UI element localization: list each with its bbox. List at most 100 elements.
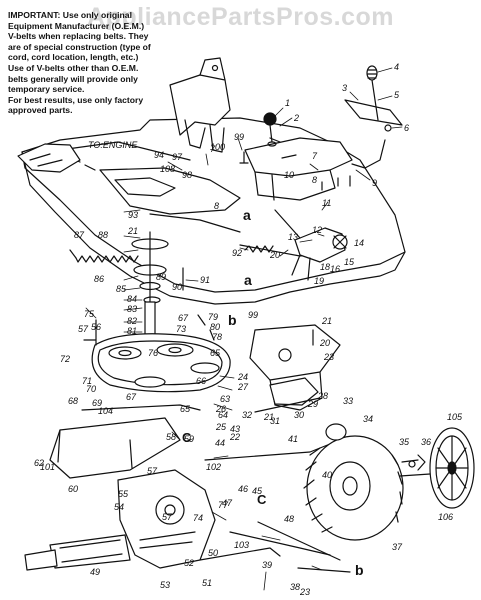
lower-rods xyxy=(229,521,351,573)
idler-bracket xyxy=(49,417,181,479)
callout: 86 xyxy=(94,274,104,284)
letter-c: C xyxy=(182,430,192,445)
callout: 5 xyxy=(394,90,400,100)
notice-line: approved parts. xyxy=(8,105,73,116)
dash-bracket xyxy=(169,57,231,153)
callout: 63 xyxy=(220,394,230,404)
callout: 2 xyxy=(293,113,299,123)
callout: 49 xyxy=(90,567,100,577)
callout: 59 xyxy=(184,434,194,444)
notice-line: IMPORTANT: Use only original xyxy=(8,10,132,20)
seat-bracket xyxy=(249,324,341,411)
front-flange xyxy=(17,143,81,173)
callout: 70 xyxy=(86,384,96,394)
callout: 87 xyxy=(74,230,85,240)
callout: 94 xyxy=(154,150,164,160)
callout: 82 xyxy=(127,316,137,326)
callout: 45 xyxy=(252,486,263,496)
leader-lines xyxy=(85,67,403,591)
callout: 100 xyxy=(210,142,225,152)
callout: 47 xyxy=(222,498,233,508)
callout: 31 xyxy=(270,416,280,426)
callout: 16 xyxy=(330,264,340,274)
callout: 20 xyxy=(269,250,280,260)
letter-a: a xyxy=(244,272,252,288)
notice-line: temporary service. xyxy=(8,84,85,95)
callout: 20 xyxy=(319,338,330,348)
notice-line: Use of V-belts other than O.E.M. xyxy=(8,62,139,73)
callout: 97 xyxy=(172,152,183,162)
letter-a: a xyxy=(243,207,251,223)
callout: 62 xyxy=(34,458,44,468)
callout: 69 xyxy=(92,398,102,408)
long-spring xyxy=(69,249,139,263)
callout: 32 xyxy=(242,410,252,420)
callout: 34 xyxy=(363,414,373,424)
callout: 35 xyxy=(399,437,410,447)
callout: 105 xyxy=(447,412,463,422)
callout: 104 xyxy=(98,406,113,416)
rear-tire xyxy=(303,423,404,541)
callout: 99 xyxy=(248,310,258,320)
callout: 15 xyxy=(344,257,355,267)
callout: 79 xyxy=(208,312,218,322)
callout: 12 xyxy=(312,225,322,235)
callout: 21 xyxy=(321,316,332,326)
notice-line: belts generally will provide only xyxy=(8,73,138,84)
callout: 92 xyxy=(232,248,242,258)
callout: 25 xyxy=(215,422,227,432)
callout: 46 xyxy=(238,484,248,494)
callout: 99 xyxy=(234,132,244,142)
callout: 8 xyxy=(214,201,219,211)
callout: 56 xyxy=(91,322,101,332)
callout: 60 xyxy=(68,484,78,494)
callout: 71 xyxy=(82,376,92,386)
callout: 52 xyxy=(184,558,194,568)
brake-lever xyxy=(254,377,321,413)
callout: 40 xyxy=(322,470,332,480)
callout: 21 xyxy=(127,226,138,236)
pedal-linkage xyxy=(274,209,348,281)
notice-line: are of special construction (type of xyxy=(8,41,151,52)
letter-c: C xyxy=(257,492,267,507)
wheel-cover xyxy=(429,427,475,509)
callout: 75 xyxy=(84,309,95,319)
callout: 91 xyxy=(200,275,210,285)
callout: 33 xyxy=(343,396,353,406)
callout: 64 xyxy=(218,410,228,420)
watermark: AppliancePartsPros.com xyxy=(87,3,394,31)
notice-line: cord, cord location, length, etc.) xyxy=(8,52,139,63)
callout: 57 xyxy=(147,466,158,476)
callout: 38 xyxy=(290,582,300,592)
callout: 36 xyxy=(421,437,431,447)
notice-line: For best results, use only factory xyxy=(8,94,144,105)
idler-spring xyxy=(244,245,274,253)
callout: 72 xyxy=(60,354,70,364)
callout: 93 xyxy=(128,210,138,220)
callout: 14 xyxy=(354,238,364,248)
callout: 43 xyxy=(230,424,240,434)
notice-line: V-belts when replacing belts. They xyxy=(8,31,149,42)
callout: 67 xyxy=(178,313,189,323)
callout: 80 xyxy=(210,322,220,332)
callout: 11 xyxy=(322,198,331,208)
callout: 6 xyxy=(404,123,409,133)
callout: 23 xyxy=(323,352,334,362)
callout: 28 xyxy=(317,391,328,401)
callout: 90 xyxy=(172,282,182,292)
engine-label: TO:ENGINE xyxy=(88,140,138,150)
callout: 26 xyxy=(215,404,226,414)
drive-belt xyxy=(91,333,231,393)
callout: 23 xyxy=(299,587,310,597)
callout: 67 xyxy=(126,392,137,402)
callout: 84 xyxy=(127,294,137,304)
axle-hardware xyxy=(399,454,431,477)
callout: 22 xyxy=(229,432,240,442)
callout: 39 xyxy=(262,560,272,570)
callout: 29 xyxy=(307,399,318,409)
callout: 48 xyxy=(284,514,294,524)
callout: 7 xyxy=(210,144,216,154)
section-letters: a a b b C C xyxy=(182,207,364,578)
callout: 57 xyxy=(162,512,173,522)
